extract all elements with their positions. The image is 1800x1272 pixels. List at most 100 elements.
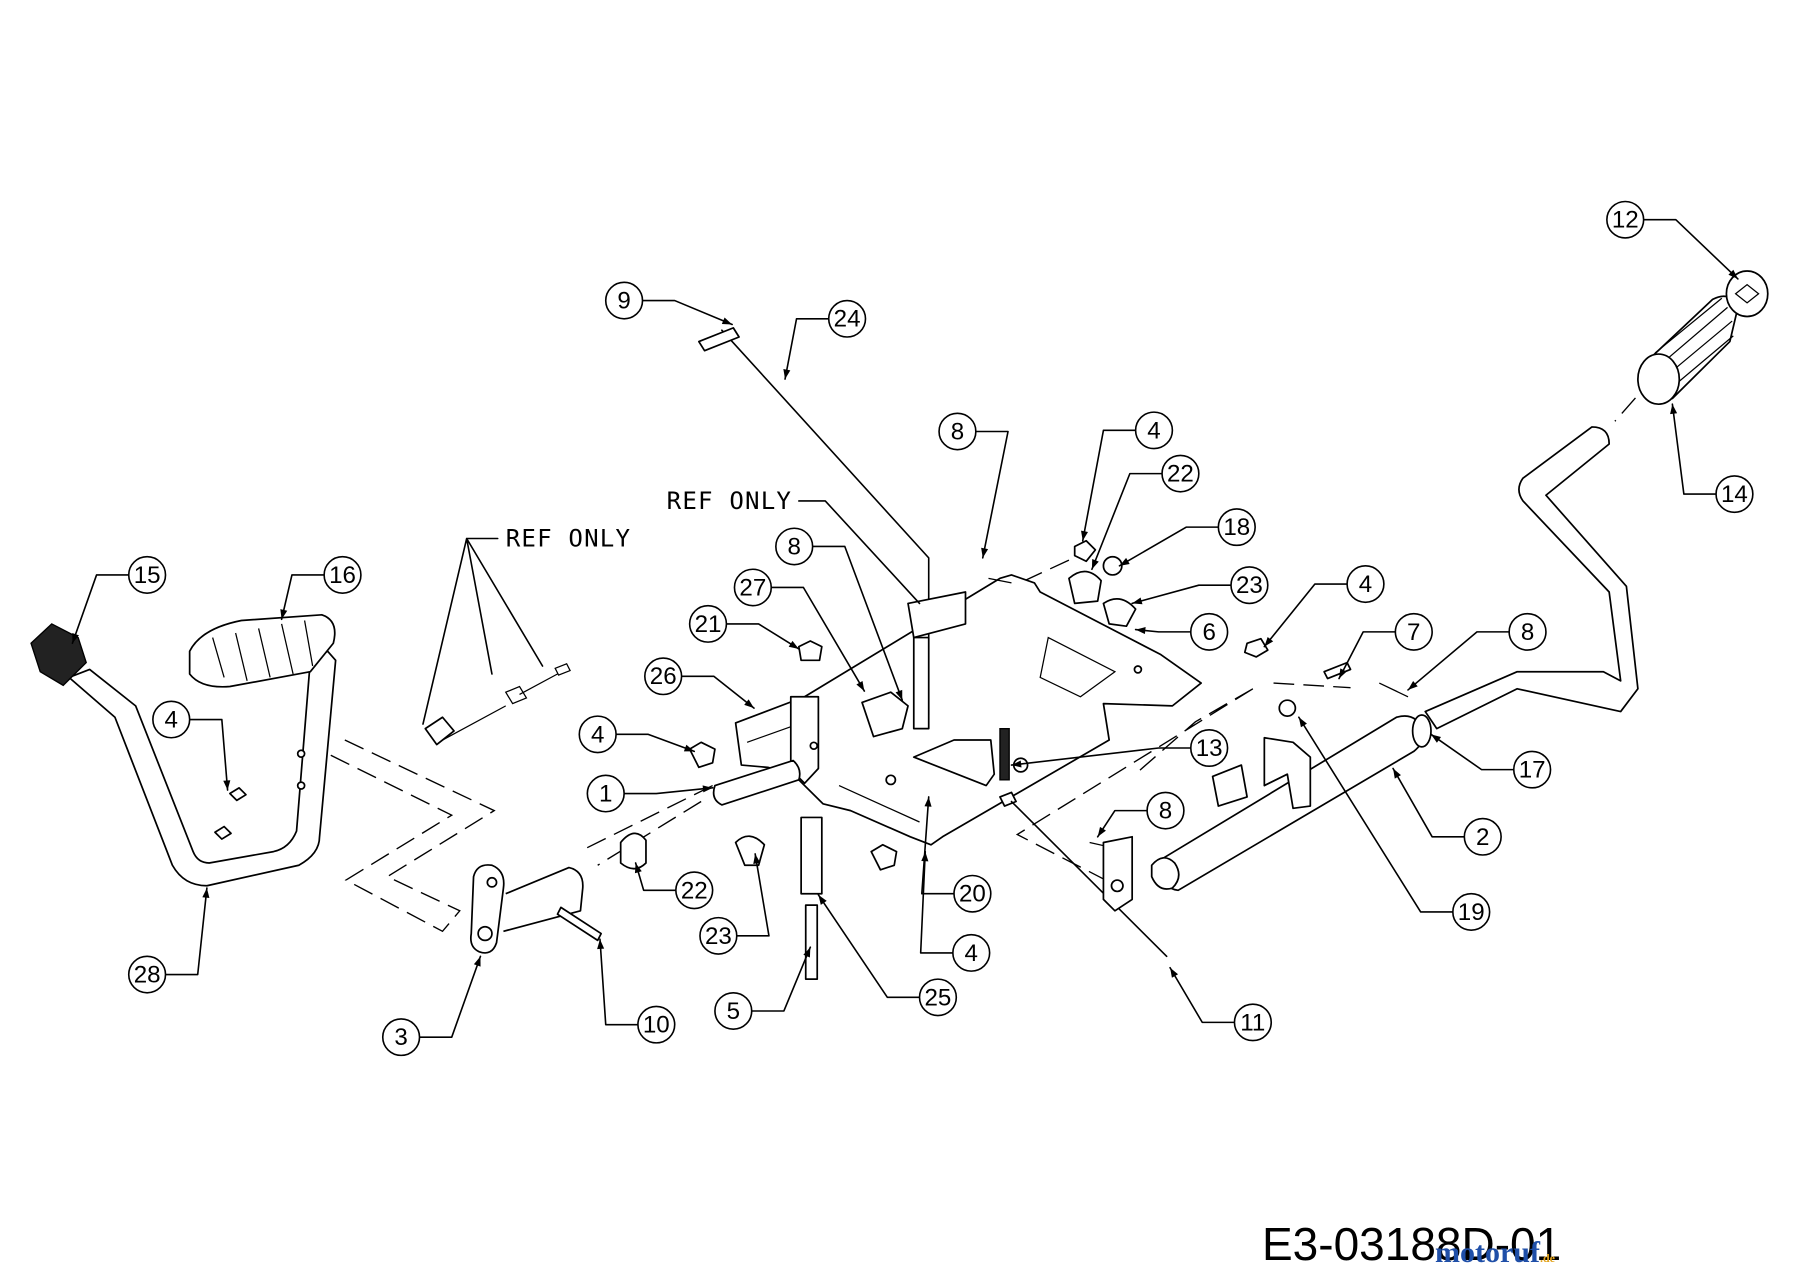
leader-arrowhead [72, 633, 79, 644]
callout-4: 4 [1134, 411, 1174, 450]
callout-number: 4 [1359, 571, 1372, 598]
leader-arrowhead [1728, 269, 1738, 279]
callout-number: 22 [1167, 461, 1194, 488]
callout-circle [604, 281, 644, 320]
callout-number: 26 [650, 663, 677, 690]
assembly-guide-lines [327, 375, 1656, 933]
leader-arrowhead [1081, 530, 1088, 541]
leader-arrowhead [1011, 760, 1022, 768]
leader-arrowhead [1393, 768, 1401, 779]
callout-5: 5 [714, 991, 753, 1031]
leader-arrowhead [634, 862, 642, 874]
leader-arrowhead [1091, 559, 1099, 570]
callout-1: 1 [586, 774, 625, 813]
callout-circle [1715, 475, 1754, 514]
leader-arrowhead [981, 547, 989, 558]
callout-circle [1394, 612, 1433, 651]
callout-number: 7 [1407, 619, 1420, 646]
leader-arrowhead [895, 689, 903, 701]
leader-arrowhead [753, 853, 761, 864]
callout-23: 23 [699, 916, 738, 955]
callout-24: 24 [827, 299, 867, 338]
callout-circle [1463, 817, 1502, 856]
callout-8: 8 [775, 527, 814, 566]
leader-line [1642, 218, 1739, 280]
callout-7: 7 [1394, 612, 1433, 651]
leader-line [1091, 472, 1163, 571]
leader-line [1096, 809, 1148, 838]
leader-line [188, 718, 229, 791]
leader-line [1407, 631, 1510, 691]
callout-circle [675, 871, 714, 910]
callout-number: 27 [739, 575, 766, 602]
callout-circle [323, 555, 362, 594]
leader-arrowhead [1135, 627, 1146, 635]
leader-arrowhead [803, 947, 811, 958]
callout-circle [127, 955, 167, 994]
callout-4: 4 [1346, 565, 1385, 604]
leader-line [1338, 631, 1397, 680]
leader-line [680, 675, 755, 709]
leader-line [1298, 716, 1454, 913]
leader-line [1010, 747, 1192, 766]
callout-circle [1189, 612, 1229, 651]
callout-circle [1512, 750, 1552, 789]
callout-4: 4 [578, 715, 617, 754]
callout-4: 4 [152, 700, 191, 739]
leader-line [750, 946, 812, 1012]
leader-arrowhead [924, 796, 932, 807]
leader-line [1081, 429, 1137, 542]
callout-number: 13 [1196, 735, 1223, 762]
callout-number: 25 [924, 984, 951, 1011]
callout-21: 21 [688, 604, 728, 643]
callout-circle [578, 715, 617, 754]
leader-line [817, 894, 921, 999]
callout-circle [1230, 566, 1269, 605]
leader-line [725, 623, 800, 650]
watermark-text: motoruf [1435, 1236, 1541, 1269]
leader-line [770, 586, 866, 692]
leader-arrowhead [1097, 826, 1106, 837]
link-and-pin [470, 864, 602, 954]
callout-circle [1217, 508, 1256, 547]
callout-circle [1161, 454, 1200, 493]
callout-6: 6 [1189, 612, 1229, 651]
leader-arrowhead [683, 744, 695, 752]
callout-circle [637, 1005, 676, 1044]
fasteners [688, 539, 1409, 958]
callout-circle [1189, 728, 1229, 768]
callout-18: 18 [1217, 508, 1256, 547]
leader-line [1430, 733, 1515, 771]
leader-arrowhead [856, 680, 865, 692]
leader-arrowhead [1119, 557, 1130, 566]
leader-arrowhead [702, 785, 713, 793]
watermark-suffix: .de [1540, 1251, 1556, 1265]
callout-circle [1606, 200, 1645, 239]
callout-number: 8 [1521, 619, 1534, 646]
callout-16: 16 [323, 555, 362, 594]
callout-circle [152, 700, 191, 739]
callout-number: 4 [1147, 417, 1160, 444]
leader-line [784, 317, 830, 380]
leader-line [1131, 584, 1232, 605]
crossbar-and-handle [1102, 270, 1769, 912]
callout-number: 8 [1159, 798, 1172, 825]
callout-circle [586, 774, 625, 813]
callout-4: 4 [952, 933, 991, 972]
leader-arrowhead [1408, 681, 1418, 690]
leader-line [975, 430, 1009, 559]
callout-number: 20 [959, 881, 986, 908]
callout-2: 2 [1463, 817, 1502, 856]
callout-circle [938, 412, 977, 451]
leader-arrowhead [473, 956, 481, 967]
callout-circle [918, 978, 958, 1017]
callout-10: 10 [637, 1005, 676, 1044]
callout-circle [127, 555, 167, 594]
callout-22: 22 [675, 871, 714, 910]
leader-arrowhead [1431, 734, 1441, 743]
leader-line [1392, 767, 1466, 838]
leader-arrowhead [788, 640, 799, 649]
callout-number: 28 [134, 962, 161, 989]
